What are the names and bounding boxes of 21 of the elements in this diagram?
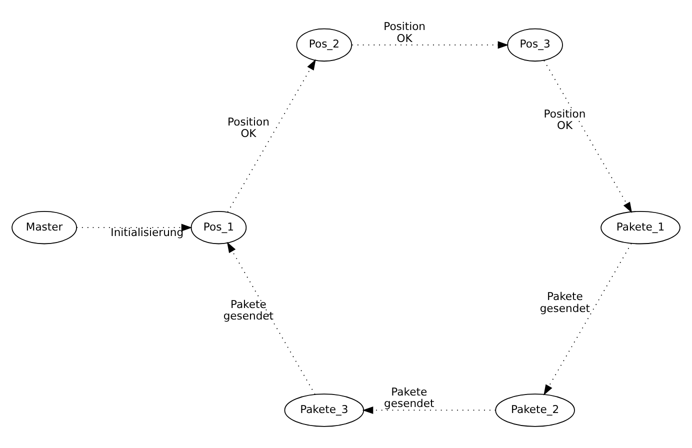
edge-label: Position OK xyxy=(384,20,426,45)
node-ellipse: Pos_1 xyxy=(190,210,247,244)
node-ellipse: Pakete_3 xyxy=(284,394,364,427)
edge-label: Pakete gesendet xyxy=(223,298,274,323)
arrow xyxy=(227,59,316,212)
edge-label: Pakete gesendet xyxy=(540,290,590,315)
arrow xyxy=(544,243,632,396)
node-ellipse: Pakete_1 xyxy=(600,210,680,244)
node-ellipse: Pos_3 xyxy=(507,28,563,62)
arrow xyxy=(226,242,316,395)
arrow xyxy=(544,60,632,213)
node-ellipse: Master xyxy=(12,210,78,244)
edge-label: Position OK xyxy=(228,115,270,140)
node-ellipse: Pos_2 xyxy=(296,28,352,62)
node-ellipse: Pakete_2 xyxy=(495,394,575,427)
arrow xyxy=(352,41,509,49)
arrow xyxy=(362,406,496,414)
edge-label: Position OK xyxy=(544,107,586,132)
edge-label: Initialisierung xyxy=(110,226,184,240)
arrow xyxy=(76,224,192,232)
edge-label: Pakete gesendet xyxy=(384,386,434,410)
